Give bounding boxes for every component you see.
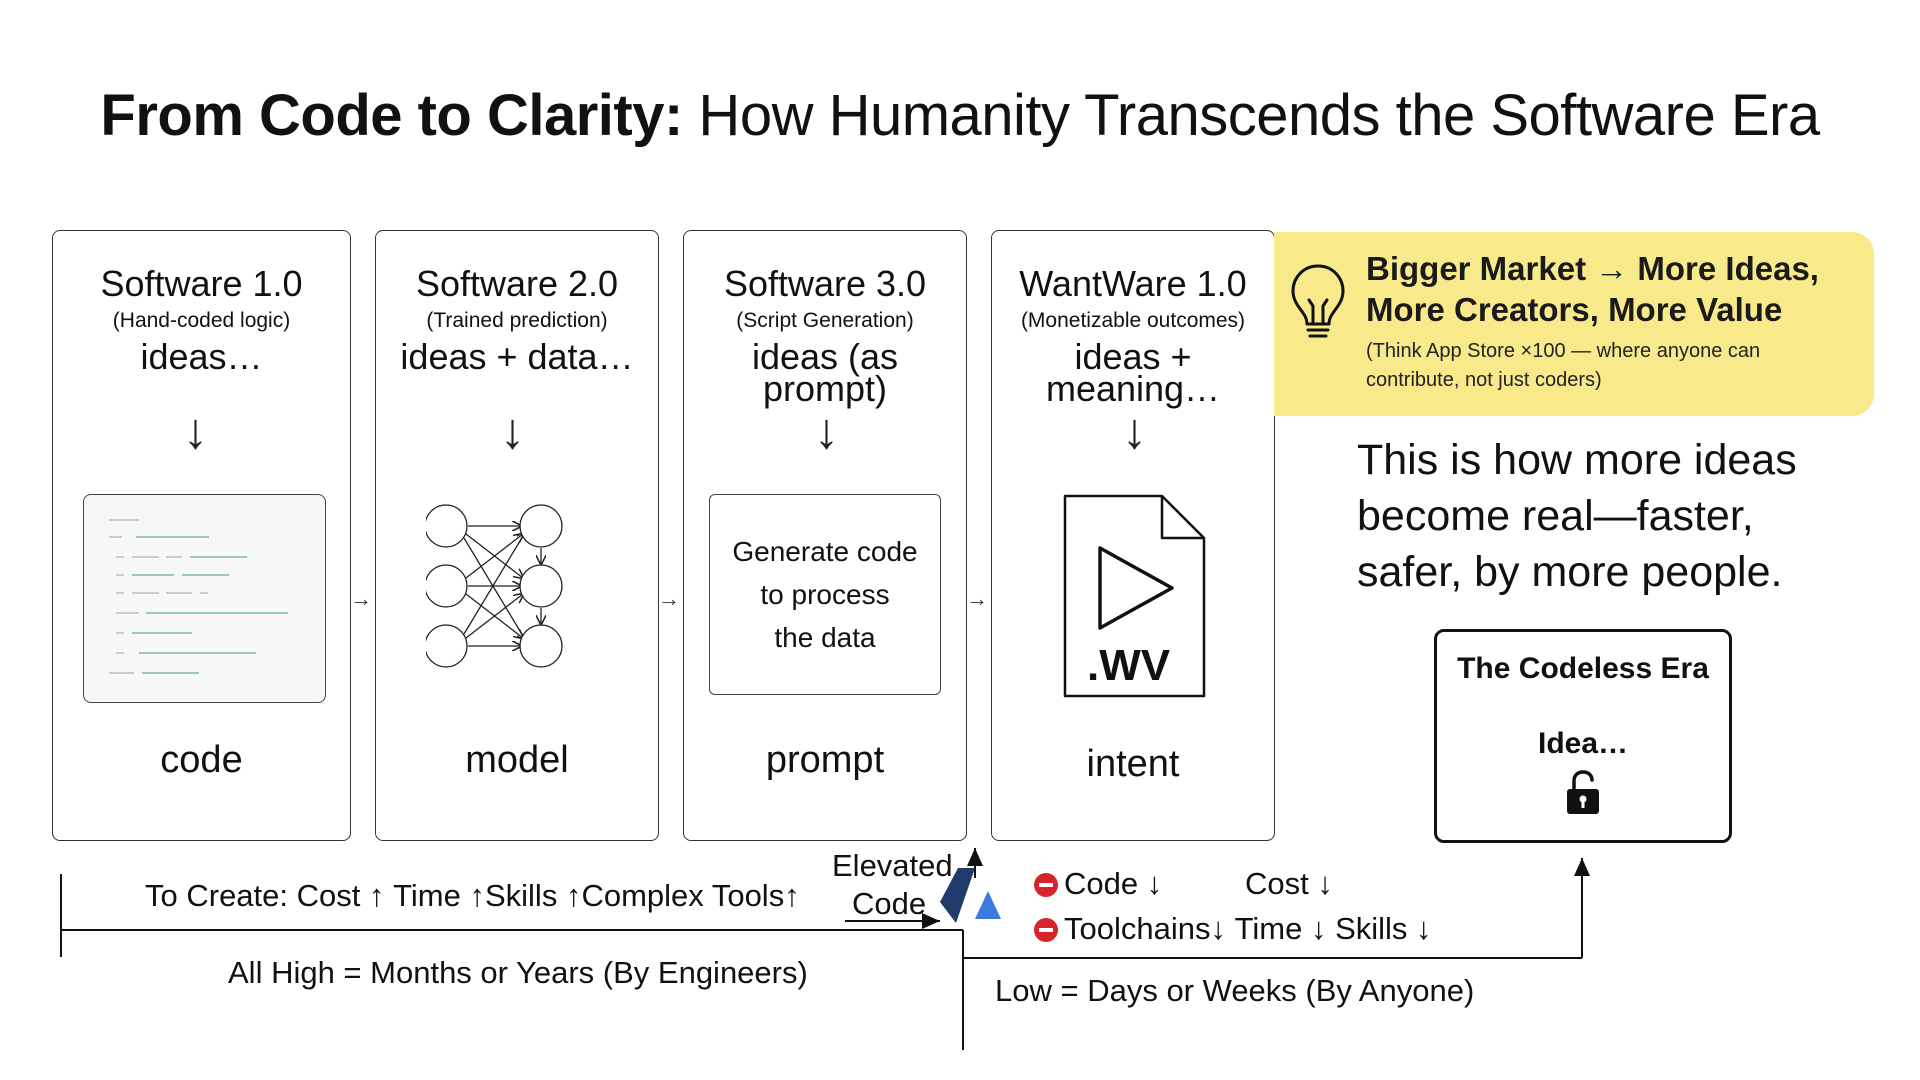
card-software-1: Software 1.0 (Hand-coded logic) ideas… ↓…: [52, 230, 351, 841]
card-subtitle: (Script Generation): [736, 309, 914, 332]
right-code-label: Code: [1064, 866, 1139, 901]
up-arrow-icon: ↑: [557, 878, 582, 913]
title-rest: How Humanity Transcends the Software Era: [682, 83, 1820, 148]
down-arrow-icon: ↓: [1302, 911, 1336, 946]
lightbulb-icon: [1291, 264, 1345, 338]
toolchains-label: Toolchains: [1064, 911, 1211, 946]
card-wantware-1: WantWare 1.0 (Monetizable outcomes) idea…: [991, 230, 1275, 841]
neural-network-icon: [426, 504, 563, 668]
to-create-label: To Create: Cost: [145, 878, 361, 913]
card-ideas: ideas (as prompt): [751, 336, 899, 409]
card-footer: code: [160, 739, 243, 781]
play-file-icon: [1063, 494, 1206, 698]
up-arrow-icon: ↑: [360, 878, 394, 913]
code-lines-icon: [109, 519, 288, 674]
card-title: Software 2.0: [415, 263, 619, 304]
up-arrow-icon: ↑: [460, 878, 485, 913]
down-arrow-icon: ↓: [814, 403, 839, 459]
card-software-2: Software 2.0 (Trained prediction) ideas …: [375, 230, 659, 841]
skills-label: Skills: [484, 878, 558, 913]
all-high-label: All High = Months or Years (By Engineers…: [228, 955, 808, 990]
elevated-code-label: Code: [852, 886, 927, 921]
card-footer: model: [465, 739, 569, 781]
cost-label: Cost: [1245, 866, 1309, 901]
tagline: This is how more ideas become real—faste…: [1357, 436, 1797, 596]
down-arrow-icon: ↓: [1138, 866, 1163, 901]
card-ideas: ideas…: [140, 336, 263, 377]
right-arrow-icon: →: [966, 586, 988, 611]
complex-tools-label: Complex Tools: [581, 878, 785, 913]
file-extension-label: .WV: [1087, 641, 1171, 690]
card-title: Software 3.0: [723, 263, 927, 304]
prompt-box-text: Generate code to process the data: [732, 536, 918, 653]
toolchains-reduced: Toolchains↓ Time ↓ Skills ↓: [1034, 911, 1432, 947]
card-subtitle: (Monetizable outcomes): [1020, 309, 1246, 332]
code-editor-illustration: [83, 494, 326, 703]
card-footer: intent: [1086, 743, 1180, 785]
down-arrow-icon: ↓: [183, 403, 208, 459]
card-ideas: ideas + meaning…: [1045, 336, 1221, 409]
right-arrow-icon: →: [350, 586, 372, 611]
no-entry-icon: [1034, 873, 1058, 897]
card-ideas: ideas + data…: [400, 336, 634, 377]
card-footer: prompt: [765, 739, 885, 781]
card-title: WantWare 1.0: [1019, 263, 1247, 304]
right-arrow-icon: →: [658, 586, 680, 611]
card-title: Software 1.0: [100, 263, 303, 304]
right-skills-label: Skills: [1335, 911, 1408, 946]
down-arrow-icon: ↓: [1407, 911, 1432, 946]
codeless-title: The Codeless Era: [1457, 652, 1709, 685]
card-subtitle: (Trained prediction): [426, 309, 608, 332]
elevated-label: Elevated: [832, 848, 953, 883]
callout-note: (Think App Store ×100 — where anyone can…: [1366, 340, 1761, 391]
unlocked-padlock-icon: [1567, 770, 1599, 814]
low-label: Low = Days or Weeks (By Anyone): [995, 973, 1475, 1008]
cost-reduced: Cost ↓: [1245, 866, 1333, 902]
card-subtitle: (Hand-coded logic): [112, 309, 291, 332]
codeless-era-box: The Codeless Era Idea…: [1434, 629, 1732, 843]
to-create-costs: To Create: Cost ↑ Time ↑Skills ↑Complex …: [145, 878, 800, 914]
prompt-box: Generate code to process the data: [709, 494, 941, 695]
no-entry-icon: [1034, 918, 1058, 942]
wantware-logo-icon: [940, 868, 1001, 923]
up-arrow-icon: ↑: [784, 878, 800, 913]
time-label: Time: [393, 878, 461, 913]
down-arrow-icon: ↓: [500, 403, 525, 459]
code-reduced: Code ↓: [1034, 866, 1162, 902]
down-arrow-icon: ↓: [1122, 403, 1147, 459]
codeless-idea: Idea…: [1537, 727, 1629, 760]
bigger-market-callout: Bigger Market → More Ideas, More Creator…: [1274, 232, 1874, 416]
right-time-label: Time: [1234, 911, 1303, 946]
callout-headline: Bigger Market → More Ideas, More Creator…: [1366, 250, 1819, 328]
card-software-3: Software 3.0 (Script Generation) ideas (…: [683, 230, 967, 841]
down-arrow-icon: ↓: [1210, 911, 1235, 946]
down-arrow-icon: ↓: [1308, 866, 1333, 901]
page-title: From Code to Clarity: How Humanity Trans…: [0, 82, 1920, 149]
title-bold: From Code to Clarity:: [100, 83, 683, 148]
